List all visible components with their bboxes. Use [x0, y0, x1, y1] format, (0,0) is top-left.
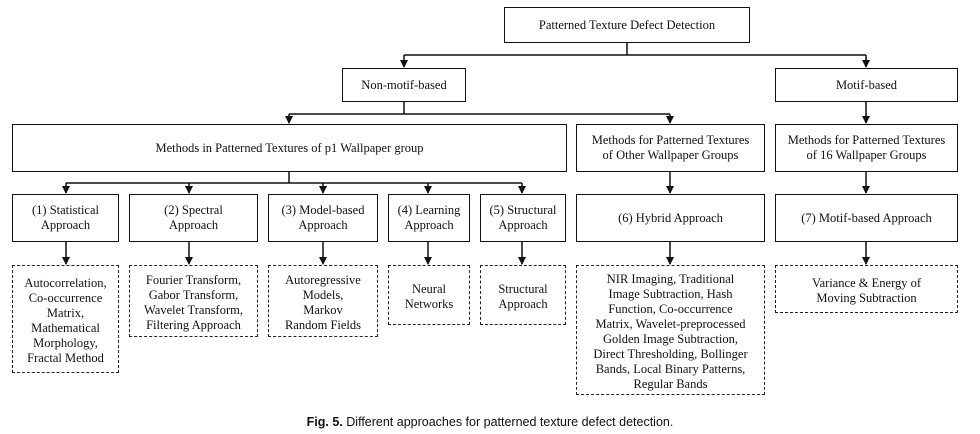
method-line: Fourier Transform, [145, 273, 242, 287]
root-node: Patterned Texture Defect Detection [504, 7, 750, 43]
approach-spectral: (2) Spectral Approach [129, 194, 258, 242]
methods-hybrid: NIR Imaging, Traditional Image Subtracti… [576, 265, 765, 395]
approach-label: Approach [40, 218, 91, 232]
method-line: Markov [303, 303, 343, 317]
approach-statistical: (1) Statistical Approach [12, 194, 119, 242]
method-line: Filtering Approach [146, 318, 241, 332]
approach-model-based: (3) Model-based Approach [268, 194, 378, 242]
method-line: Approach [498, 297, 548, 311]
method-line: Autocorrelation, [24, 276, 107, 290]
approach-label: (1) Statistical [32, 203, 99, 217]
method-line: Matrix, Wavelet-preprocessed [595, 317, 746, 331]
method-line: Structural [498, 282, 548, 296]
caption-text: Different approaches for patterned textu… [346, 415, 674, 429]
other-groups-node: Methods for Patterned Textures of Other … [576, 124, 765, 172]
methods-learning: Neural Networks [388, 265, 470, 325]
approach-motif-based: (7) Motif-based Approach [775, 194, 958, 242]
approach-label: Approach [298, 218, 348, 232]
root-label: Patterned Texture Defect Detection [538, 17, 716, 32]
method-line: Golden Image Subtraction, [602, 332, 739, 346]
motif-node: Motif-based [775, 68, 958, 102]
methods-motif-based: Variance & Energy of Moving Subtraction [775, 265, 958, 313]
approach-hybrid: (6) Hybrid Approach [576, 194, 765, 242]
p1-methods-node: Methods in Patterned Textures of p1 Wall… [12, 124, 567, 172]
other-groups-line-2: of Other Wallpaper Groups [602, 148, 739, 162]
other-groups-line-1: Methods for Patterned Textures [591, 133, 750, 147]
non-motif-label: Non-motif-based [361, 77, 447, 92]
method-line: Autoregressive [285, 273, 361, 287]
method-line: Wavelet Transform, [144, 303, 243, 317]
methods-model-based: Autoregressive Models, Markov Random Fie… [268, 265, 378, 337]
sixteen-groups-node: Methods for Patterned Textures of 16 Wal… [775, 124, 958, 172]
method-line: Bands, Local Binary Patterns, [595, 362, 746, 376]
method-line: Random Fields [284, 318, 362, 332]
method-line: Morphology, [33, 336, 98, 350]
approach-label: (5) Structural [489, 203, 557, 217]
motif-label: Motif-based [835, 77, 898, 92]
approach-label: (2) Spectral [164, 203, 223, 217]
approach-label: (6) Hybrid Approach [618, 210, 723, 225]
approach-learning: (4) Learning Approach [388, 194, 470, 242]
methods-spectral: Fourier Transform, Gabor Transform, Wave… [129, 265, 258, 337]
approach-label: (3) Model-based [281, 203, 365, 217]
approach-label: (4) Learning [397, 203, 461, 217]
figure-caption: Fig. 5. Different approaches for pattern… [0, 415, 980, 429]
approach-label: Approach [404, 218, 454, 232]
methods-structural: Structural Approach [480, 265, 566, 325]
method-line: Regular Bands [633, 377, 708, 391]
non-motif-node: Non-motif-based [342, 68, 466, 102]
p1-methods-label: Methods in Patterned Textures of p1 Wall… [155, 140, 424, 155]
approach-label: Approach [498, 218, 548, 232]
caption-label: Fig. 5. [306, 415, 343, 429]
approach-structural: (5) Structural Approach [480, 194, 566, 242]
method-line: Co-occurrence [28, 291, 103, 305]
method-line: Gabor Transform, [148, 288, 239, 302]
approach-label: (7) Motif-based Approach [801, 210, 932, 225]
sixteen-groups-line-1: Methods for Patterned Textures [787, 133, 946, 147]
method-line: Fractal Method [27, 351, 104, 365]
method-line: NIR Imaging, Traditional [606, 272, 735, 286]
approach-label: Approach [168, 218, 219, 232]
methods-statistical: Autocorrelation, Co-occurrence Matrix, M… [12, 265, 119, 373]
method-line: Matrix, [46, 306, 85, 320]
sixteen-groups-line-2: of 16 Wallpaper Groups [806, 148, 927, 162]
method-line: Function, Co-occurrence [608, 302, 733, 316]
method-line: Image Subtraction, Hash [608, 287, 733, 301]
method-line: Mathematical [31, 321, 100, 335]
method-line: Variance & Energy of [811, 276, 922, 290]
method-line: Networks [404, 297, 454, 311]
method-line: Neural [411, 282, 446, 296]
method-line: Models, [302, 288, 344, 302]
method-line: Direct Thresholding, Bollinger [593, 347, 748, 361]
method-line: Moving Subtraction [816, 291, 917, 305]
